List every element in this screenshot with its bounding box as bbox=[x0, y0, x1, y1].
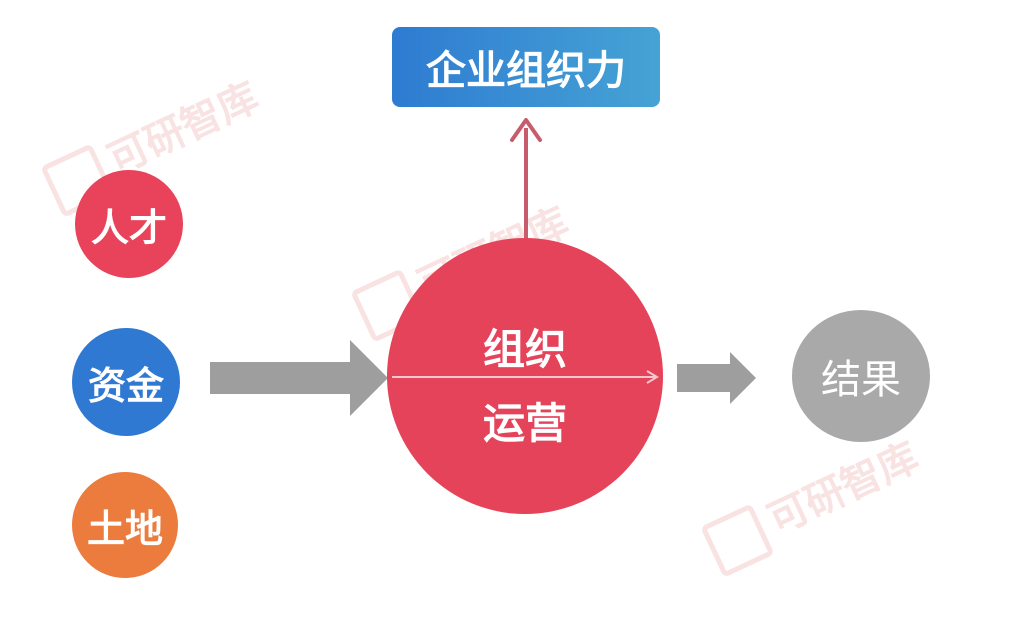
result-label: 结果 bbox=[821, 357, 901, 403]
center-circle: 组织 运营 bbox=[387, 238, 663, 514]
input-flow-arrow bbox=[210, 340, 388, 416]
input-label: 人才 bbox=[90, 205, 167, 250]
header-label: 企业组织力 bbox=[426, 48, 626, 94]
input-circle-talent: 人才 bbox=[75, 170, 183, 278]
center-bottom-label: 运营 bbox=[482, 399, 567, 448]
result-circle: 结果 bbox=[792, 310, 930, 442]
output-flow-arrow bbox=[677, 352, 756, 404]
input-label: 土地 bbox=[86, 506, 163, 551]
input-circle-capital: 资金 bbox=[72, 328, 180, 436]
input-label: 资金 bbox=[87, 363, 164, 408]
center-top-label: 组织 bbox=[482, 325, 567, 374]
header-box: 企业组织力 bbox=[392, 27, 660, 107]
upward-arrow-head bbox=[510, 118, 542, 142]
input-circle-land: 土地 bbox=[72, 472, 178, 578]
